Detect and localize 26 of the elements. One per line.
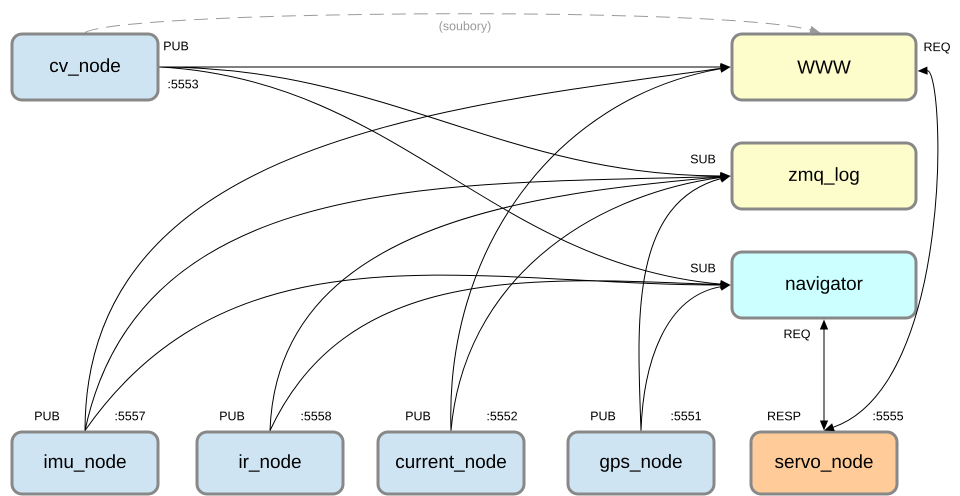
port-label: :5552 (488, 412, 517, 420)
port-label: :5551 (672, 412, 701, 420)
node-box: WWW (730, 32, 918, 102)
port-label: SUB (690, 154, 716, 164)
port-label: PUB (164, 42, 188, 50)
node-box: servo_node (750, 430, 898, 496)
node-box: current_node (376, 430, 526, 496)
node-box: ir_node (196, 430, 344, 496)
port-label: PUB (220, 412, 244, 420)
port-label: PUB (406, 412, 430, 420)
node-box: gps_node (566, 430, 716, 496)
node-box: zmq_log (730, 142, 918, 210)
port-label: RESP (768, 412, 800, 420)
port-label: REQ (784, 329, 810, 341)
node-box: cv_node (10, 32, 160, 102)
port-label: :5558 (302, 412, 332, 420)
port-label: SUB (690, 264, 716, 272)
port-label: PUB (591, 412, 616, 420)
port-label: PUB (35, 412, 60, 420)
port-label: :5553 (168, 80, 198, 88)
port-label: :5555 (874, 412, 904, 420)
node-box: navigator (730, 250, 918, 320)
port-label: REQ (924, 42, 950, 54)
node-box: imu_node (10, 430, 160, 496)
port-label: :5557 (116, 412, 145, 420)
edge-label: (soubory) (438, 20, 492, 34)
